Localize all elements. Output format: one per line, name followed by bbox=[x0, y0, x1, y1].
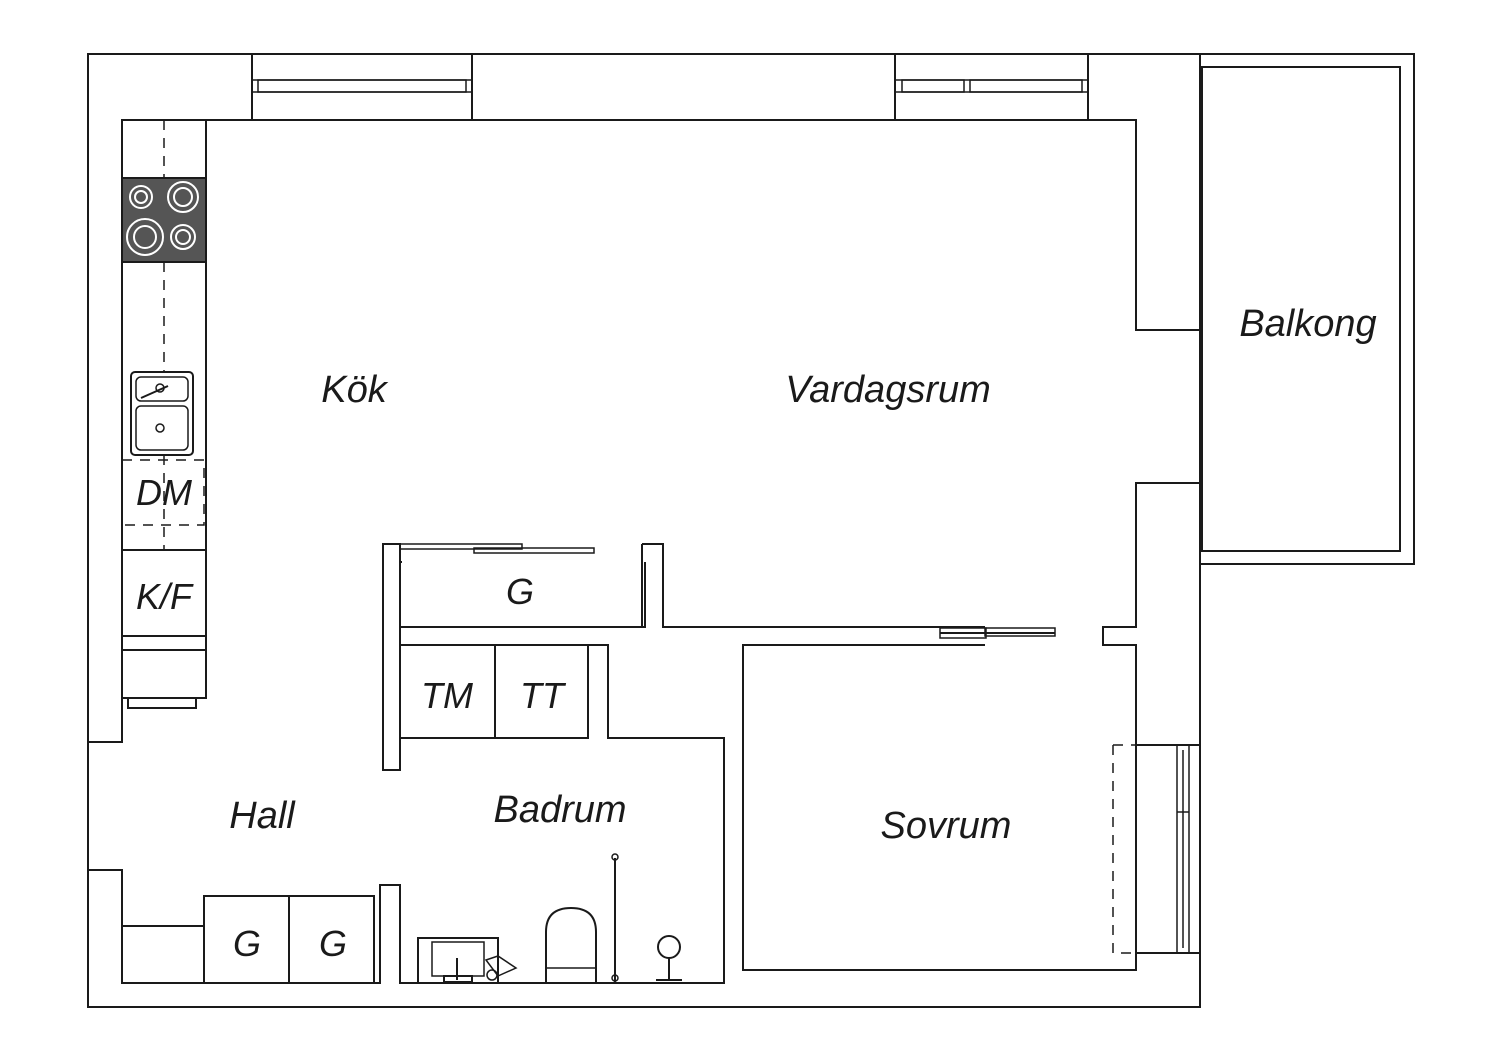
tumble-dryer-label: TT bbox=[520, 675, 567, 716]
wardrobe-corridor: G bbox=[382, 543, 985, 771]
bathroom-tap-icon bbox=[484, 935, 682, 981]
kitchen-counter bbox=[121, 119, 207, 709]
toilet-icon bbox=[545, 906, 597, 983]
wardrobe-hall-left-label: G bbox=[233, 923, 261, 964]
balcony bbox=[1199, 53, 1415, 565]
window-bedroom bbox=[1135, 744, 1201, 954]
wardrobe-corridor-label: G bbox=[506, 571, 534, 612]
outer-wall bbox=[87, 53, 1201, 1008]
laundry-units: TM TT bbox=[399, 644, 608, 739]
room-label-hall: Hall bbox=[229, 795, 296, 837]
room-label-badrum: Badrum bbox=[493, 789, 626, 831]
sink-icon bbox=[130, 371, 194, 456]
window-top-right bbox=[894, 53, 1089, 121]
room-label-balkong: Balkong bbox=[1239, 303, 1376, 345]
room-label-sovrum: Sovrum bbox=[881, 805, 1012, 847]
bedroom-sliding-door bbox=[939, 627, 1056, 639]
fridge-freezer-label: K/F bbox=[136, 576, 194, 617]
shower-icon bbox=[611, 853, 619, 982]
wardrobe-hall-right-label: G bbox=[319, 923, 347, 964]
washing-machine-label: TM bbox=[421, 675, 473, 716]
room-label-vardagsrum: Vardagsrum bbox=[785, 369, 991, 411]
bedroom-wardrobe-outline bbox=[1112, 744, 1136, 954]
dishwasher-label: DM bbox=[136, 472, 192, 513]
bathroom-sink-icon bbox=[417, 937, 499, 984]
dishwasher: DM bbox=[122, 459, 205, 526]
window-top-left bbox=[251, 53, 473, 121]
hob-icon bbox=[121, 177, 207, 263]
inner-wall bbox=[88, 119, 1200, 984]
room-label-kok: Kök bbox=[321, 369, 388, 411]
hall-wardrobes: G G bbox=[121, 895, 375, 984]
